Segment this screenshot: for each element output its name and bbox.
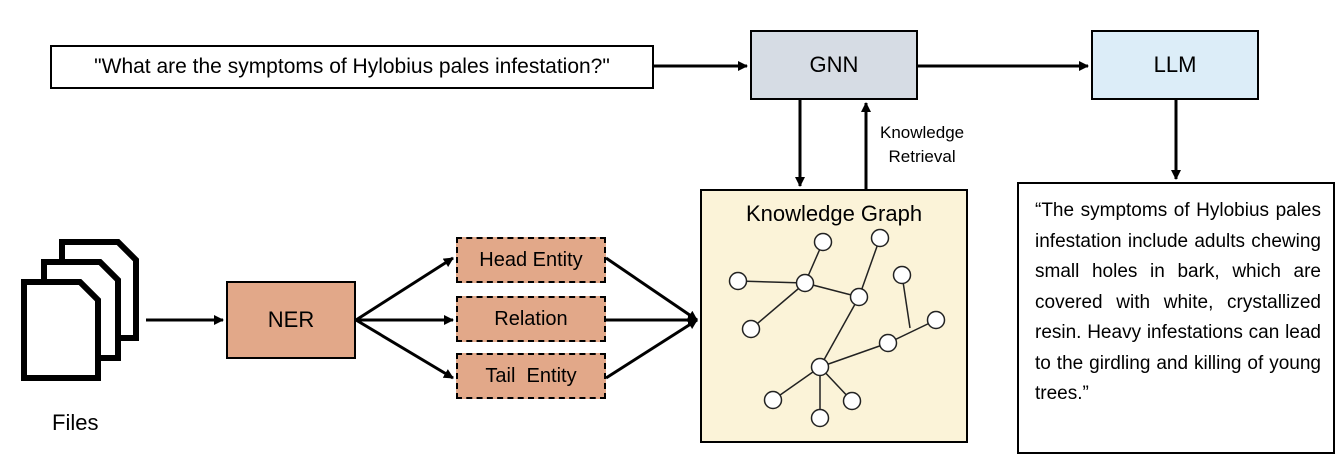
arrow-ner-to-tail [355, 318, 454, 380]
graph-node [813, 232, 833, 252]
files-icon [21, 239, 139, 381]
retrieval-line-1: Knowledge [880, 123, 965, 142]
query-box: "What are the symptoms of Hylobius pales… [50, 45, 654, 89]
knowledge-graph-box: Knowledge Graph [700, 189, 968, 443]
llm-label: LLM [1153, 52, 1197, 77]
relation-label: Relation [494, 307, 568, 330]
ner-box: NER [226, 281, 356, 359]
tail-entity-box: Tail Entity [456, 353, 606, 399]
graph-node [892, 265, 912, 285]
graph-node [849, 287, 869, 307]
graph-node [763, 390, 783, 410]
tail-entity-label: Tail Entity [485, 364, 577, 387]
graph-node [870, 228, 890, 248]
retrieval-line-2: Retrieval [888, 147, 956, 166]
gnn-label: GNN [809, 52, 859, 77]
head-entity-label: Head Entity [479, 248, 583, 271]
ner-label: NER [267, 307, 315, 332]
graph-node [810, 357, 830, 377]
answer-text: “The symptoms of Hylobius pales infestat… [1035, 200, 1321, 404]
graph-node [878, 333, 898, 353]
arrow-tail-to-kg [605, 318, 698, 380]
arrow-ner-to-head [355, 256, 454, 322]
graph-node [741, 319, 761, 339]
files-label: Files [52, 410, 99, 435]
head-entity-box: Head Entity [456, 237, 606, 283]
knowledge-graph-title: Knowledge Graph [745, 201, 923, 226]
graph-node [795, 273, 815, 293]
knowledge-graph-network [728, 228, 946, 428]
graph-node [810, 408, 830, 428]
graph-node [926, 310, 946, 330]
arrow-head-to-kg [605, 256, 698, 322]
graph-node [728, 271, 748, 291]
llm-box: LLM [1091, 30, 1259, 100]
answer-box: “The symptoms of Hylobius pales infestat… [1017, 182, 1335, 454]
relation-box: Relation [456, 296, 606, 342]
query-text: "What are the symptoms of Hylobius pales… [94, 55, 610, 78]
graph-node [842, 391, 862, 411]
knowledge-retrieval-label: Knowledge Retrieval [880, 121, 964, 169]
gnn-box: GNN [750, 30, 918, 100]
